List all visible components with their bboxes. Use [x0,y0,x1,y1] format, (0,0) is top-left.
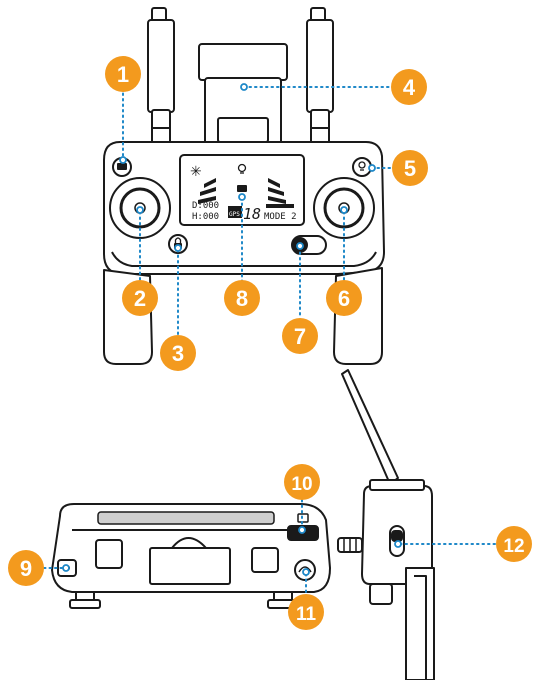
svg-text:8: 8 [236,286,248,311]
callout-1: 1 [105,56,141,92]
controller-side-view [337,369,435,680]
body-front-lip [111,251,377,267]
front-foot-left [75,591,95,601]
leader-lines [43,86,497,595]
front-center-plate [149,547,231,585]
callout-6: 6 [326,280,362,316]
sun-icon: ✳ [190,163,202,179]
signal-bars-right [268,178,286,204]
side-grip [405,567,435,680]
front-handle-arc [171,537,207,549]
lcd-distance: D:000 [192,201,219,211]
lcd-gps-label: GPS [229,211,240,218]
front-grille [97,511,275,525]
svg-text:10: 10 [291,474,312,495]
right-antenna [306,7,334,145]
callout-2: 2 [122,280,158,316]
callout-8: 8 [224,280,260,316]
bulb-icon [237,163,247,174]
camera-icon [237,185,247,192]
signal-bars-left [198,178,216,204]
light-button[interactable] [352,157,372,177]
svg-text:5: 5 [404,156,416,181]
svg-text:2: 2 [134,286,146,311]
front-foot-left-base [69,599,101,609]
svg-text:11: 11 [296,604,317,625]
svg-text:3: 3 [172,341,184,366]
side-top-cap [369,479,425,491]
callout-5: 5 [392,150,428,186]
left-antenna [147,7,175,145]
svg-text:1: 1 [117,62,129,87]
lcd-content: ✳ D:000 H:000 GPS 18 MODE 2 [190,163,297,223]
svg-text:7: 7 [294,324,306,349]
gps-label-box [228,206,242,218]
callout-10: 10 [284,464,320,500]
svg-text:6: 6 [338,286,350,311]
controller-front-view [51,503,331,609]
lcd-height: H:000 [192,212,219,222]
lcd-gps-count: 18 [243,205,261,223]
photo-button[interactable] [112,157,132,177]
controller-top-view [103,7,385,365]
lcd-mode-box [266,204,294,208]
side-grip-inner [414,575,427,680]
svg-text:4: 4 [403,75,416,100]
front-foot-right [273,591,293,601]
callout-7: 7 [282,318,318,354]
callout-12: 12 [496,526,532,562]
lcd-mode: MODE 2 [264,212,297,222]
anchor-dots [62,83,402,576]
callout-9: 9 [8,550,44,586]
side-antenna [341,369,399,485]
callout-11: 11 [288,594,324,630]
callout-4: 4 [391,69,427,105]
callout-badges: 1 2 3 4 5 6 7 8 [8,56,532,630]
svg-text:12: 12 [503,536,524,557]
side-clamp [369,583,393,605]
front-stick-right [251,547,279,573]
front-stick-left [95,539,123,569]
phone-holder [198,43,288,145]
svg-text:9: 9 [20,556,32,581]
callout-3: 3 [160,335,196,371]
